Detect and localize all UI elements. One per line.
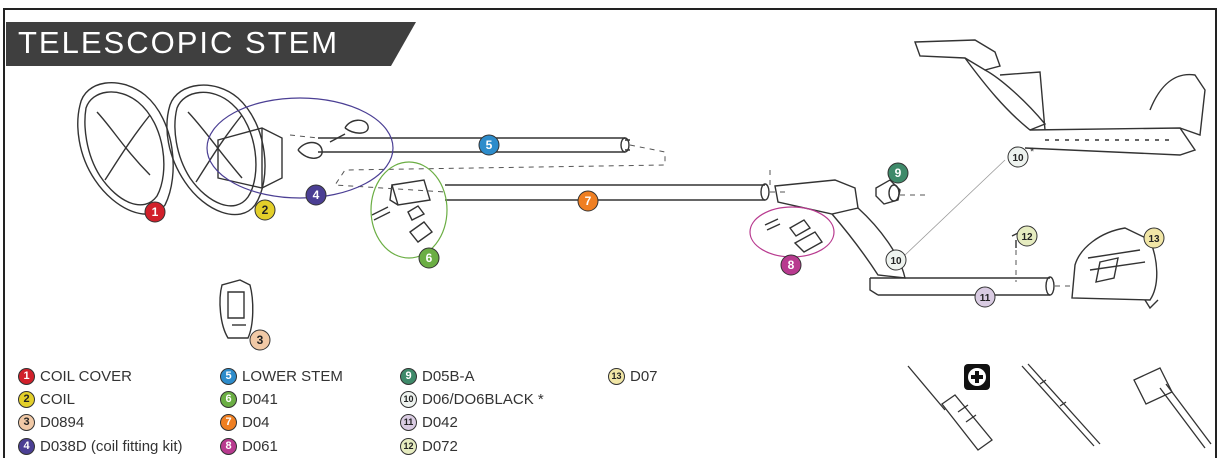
callout-9: 9 (887, 162, 909, 184)
legend-item: 3 D0894 (18, 412, 84, 432)
legend-item: 10 D06/DO6BLACK * (400, 389, 544, 409)
legend-item: 12 D072 (400, 436, 458, 456)
legend-item: 7 D04 (220, 412, 270, 432)
legend-label: D06/DO6BLACK * (422, 390, 544, 408)
battery-clip-part (219, 279, 254, 339)
callout-number: 10 (890, 256, 902, 267)
legend-badge: 6 (220, 390, 237, 408)
legend-label: D072 (422, 437, 458, 455)
legend-item: 11 D042 (400, 412, 458, 432)
legend-item: 8 D061 (220, 436, 278, 456)
middle-stem-part (445, 183, 770, 201)
legend-label: COIL (40, 390, 76, 408)
callout-6: 6 (418, 247, 440, 269)
legend-item: 9 D05B-A (400, 366, 475, 386)
legend-badge: 10 (400, 390, 417, 408)
group-outline-6 (370, 161, 448, 259)
callout-number: 11 (980, 293, 991, 304)
legend-badge: 13 (608, 367, 625, 385)
callout-number: 6 (426, 251, 433, 265)
callout-7: 7 (577, 190, 599, 212)
legend-label: D038D (coil fitting kit) (40, 437, 183, 455)
callout-number: 4 (313, 188, 320, 202)
clamp-kit-part (371, 179, 434, 243)
legend-badge: 2 (18, 390, 35, 408)
legend-item: 6 D041 (220, 389, 278, 409)
section-title: TELESCOPIC STEM (18, 25, 340, 60)
coil-part (166, 84, 266, 216)
legend-label: D07 (630, 367, 658, 385)
legend-badge: 4 (18, 437, 35, 455)
callout-13: 13 (1143, 227, 1165, 249)
assembled-detector (914, 39, 1206, 156)
legend-badge: 1 (18, 367, 35, 385)
callout-asterisk: * (1030, 146, 1035, 158)
callout-10: 10 (885, 249, 907, 271)
legend-label: D061 (242, 437, 278, 455)
legend-badge: 9 (400, 367, 417, 385)
legend-label: D042 (422, 413, 458, 431)
legend-item: 2 COIL (18, 389, 75, 409)
screwdriver-icon (907, 365, 993, 451)
callout-number: 10 (1012, 153, 1024, 164)
callout-number: 7 (585, 194, 592, 208)
diagram-frame (3, 8, 1217, 458)
legend-item: 4 D038D (coil fitting kit) (18, 436, 183, 456)
legend-item: 1 COIL COVER (18, 366, 132, 386)
legend-badge: 11 (400, 413, 417, 431)
legend-badge: 8 (220, 437, 237, 455)
callout-number: 8 (788, 258, 795, 272)
callout-3: 3 (249, 329, 271, 351)
callout-number: 3 (257, 333, 264, 347)
callout-8: 8 (780, 254, 802, 276)
legend-label: D0894 (40, 413, 85, 431)
pin-punch-icon (1021, 363, 1101, 447)
callout-1: 1 (144, 201, 166, 223)
coil-cover-part (77, 81, 174, 215)
legend-badge: 7 (220, 413, 237, 431)
callout-10: 10 * (1007, 146, 1035, 168)
callout-4: 4 (305, 184, 327, 206)
legend-badge: 5 (220, 367, 237, 385)
legend-label: COIL COVER (40, 367, 132, 385)
callout-2: 2 (254, 199, 276, 221)
legend-label: LOWER STEM (242, 367, 343, 385)
callout-number: 2 (262, 203, 269, 217)
legend-item: 13 D07 (608, 366, 658, 386)
legend-label: D05B-A (422, 367, 475, 385)
coil-bracket-part (217, 119, 369, 189)
legend-label: D04 (242, 413, 270, 431)
hammer-icon (1133, 367, 1212, 449)
callout-5: 5 (478, 134, 500, 156)
callout-12: 12 (1016, 225, 1038, 247)
callout-number: 1 (152, 205, 159, 219)
legend-label: D041 (242, 390, 278, 408)
callout-number: 12 (1021, 232, 1033, 243)
callout-number: 13 (1148, 234, 1160, 245)
legend-item: 5 LOWER STEM (220, 366, 343, 386)
callout-number: 9 (895, 166, 902, 180)
group-outline-4 (206, 97, 394, 199)
lower-stem-part (318, 137, 630, 153)
group-outline-8 (749, 206, 835, 258)
legend-badge: 12 (400, 437, 417, 455)
section-banner (6, 22, 416, 66)
legend-badge: 3 (18, 413, 35, 431)
clip-kit-part (764, 218, 824, 253)
plus-icon (964, 364, 990, 390)
handle-part (774, 179, 1055, 296)
locking-knob-part (875, 179, 901, 205)
callout-11: 11 (974, 286, 996, 308)
callout-number: 5 (486, 138, 493, 152)
